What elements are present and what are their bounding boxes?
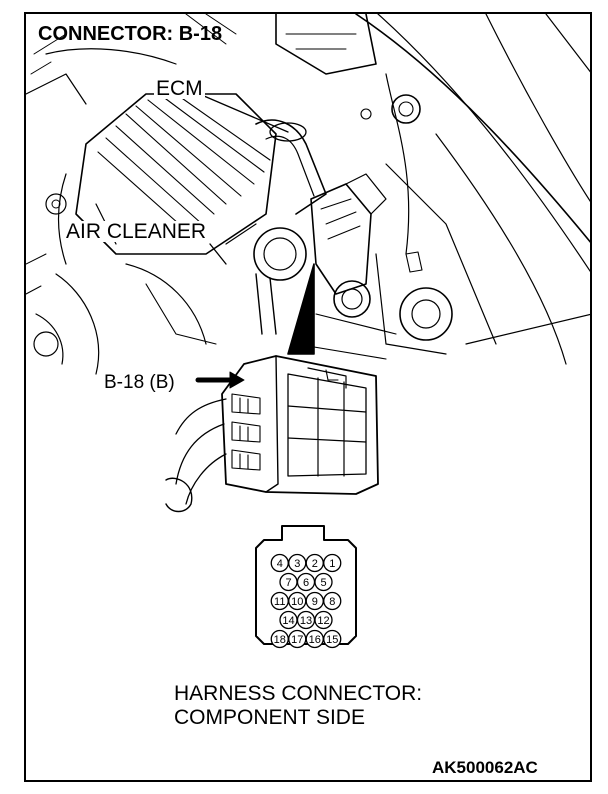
- connector-pin: 12: [314, 610, 333, 630]
- connector-pin: 4: [270, 553, 289, 573]
- connector-pin-number: 5: [320, 577, 326, 589]
- connector-pin: 16: [305, 629, 324, 649]
- connector-pin-circle: [314, 610, 333, 630]
- connector-pin-number: 10: [291, 596, 303, 608]
- connector-pin-number: 4: [277, 558, 283, 570]
- connector-pin-number: 11: [274, 596, 285, 608]
- connector-pin-number: 9: [312, 596, 318, 608]
- connector-pin: 7: [279, 572, 298, 592]
- connector-pin-number: 13: [300, 615, 312, 627]
- connector-pin: 15: [323, 629, 342, 649]
- connector-pin: 8: [323, 591, 342, 611]
- connector-pin-number: 2: [312, 558, 318, 570]
- connector-pin: 18: [270, 629, 289, 649]
- figure-code: AK500062AC: [432, 758, 538, 777]
- air-cleaner-label: AIR CLEANER: [64, 220, 209, 243]
- connector-pin-circle: [323, 553, 342, 573]
- connector-pin-number: 18: [274, 634, 286, 646]
- diagram-title: CONNECTOR: B-18: [38, 23, 223, 45]
- connector-pin-number: 3: [294, 558, 300, 570]
- connector-pin: 5: [314, 572, 333, 592]
- connector-pin-circle: [314, 572, 333, 592]
- connector-pin-circle: [323, 629, 342, 649]
- connector-pin: 14: [279, 610, 298, 630]
- connector-pin: 3: [288, 553, 307, 573]
- connector-pin-number: 12: [317, 615, 329, 627]
- connector-pin: 11: [270, 591, 289, 611]
- connector-callout-label: B-18 (B): [102, 372, 177, 393]
- connector-pin: 1: [323, 553, 342, 573]
- connector-pin-number: 16: [309, 634, 321, 646]
- connector-caption: HARNESS CONNECTOR: COMPONENT SIDE: [174, 682, 423, 729]
- connector-pin-number: 17: [291, 634, 303, 646]
- connector-pin: 9: [305, 591, 324, 611]
- connector-pin: 13: [296, 610, 316, 630]
- connector-pin: 17: [288, 629, 307, 649]
- ecm-label: ECM: [154, 77, 205, 100]
- connector-pin-number: 14: [282, 615, 294, 627]
- connector-pin-circle: [323, 591, 342, 611]
- connector-pin-number: 1: [329, 558, 335, 570]
- connector-pin: 10: [288, 591, 307, 611]
- connector-pin-number: 7: [285, 577, 291, 589]
- connector-pin-number: 15: [326, 634, 338, 646]
- connector-pin-number: 8: [329, 596, 335, 608]
- connector-pin-number: 6: [303, 577, 309, 589]
- connector-pin: 2: [305, 553, 324, 573]
- connector-pin: 6: [296, 572, 316, 592]
